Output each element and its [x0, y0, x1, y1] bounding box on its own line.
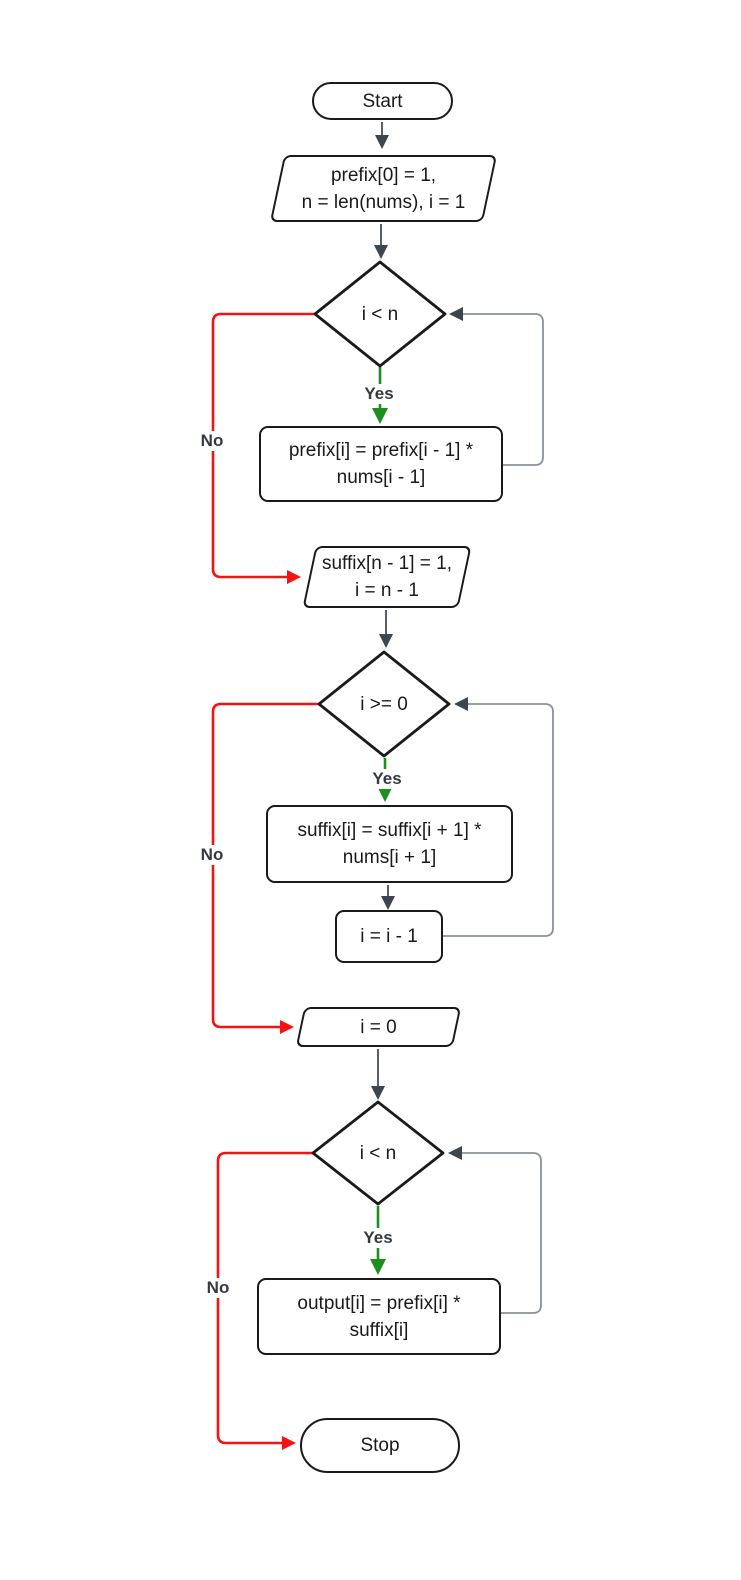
cond1-label: i < n — [361, 303, 399, 325]
arrowhead-suffixassign-to-decrement — [381, 896, 395, 910]
arrowhead-reseti-to-cond3 — [371, 1086, 385, 1100]
prefix-assign-line1: prefix[i] = prefix[i - 1] * — [288, 440, 474, 461]
arrowhead-init-to-cond1 — [374, 245, 388, 259]
node-prefix-assign: prefix[i] = prefix[i - 1] * nums[i - 1] — [259, 426, 503, 502]
reset-i-label: i = 0 — [360, 1016, 397, 1038]
edge-cond3-no — [216, 1151, 313, 1445]
arrowhead-cond1-yes — [372, 408, 388, 424]
arrowhead-start-to-init — [375, 135, 389, 149]
edge-label-no-1: No — [197, 431, 227, 451]
prefix-assign-line2: nums[i - 1] — [336, 467, 426, 488]
init-suffix-line2: i = n - 1 — [355, 580, 419, 601]
edge-label-yes-2: Yes — [369, 769, 405, 789]
arrowhead-loopback-1 — [449, 307, 463, 321]
node-init-prefix: prefix[0] = 1, n = len(nums), i = 1 — [269, 155, 498, 222]
arrowhead-loopback-3 — [448, 1146, 462, 1160]
node-stop-label: Stop — [360, 1435, 400, 1456]
arrowhead-cond3-no — [282, 1436, 296, 1450]
node-stop: Stop — [300, 1418, 460, 1473]
node-output-assign: output[i] = prefix[i] * suffix[i] — [257, 1278, 501, 1355]
diamond-cond1 — [313, 260, 447, 368]
node-decrement-i: i = i - 1 — [335, 910, 443, 963]
suffix-assign-line1: suffix[i] = suffix[i + 1] * — [297, 820, 482, 841]
arrowhead-initsuffix-to-cond2 — [379, 634, 393, 648]
diamond-cond3 — [311, 1100, 445, 1206]
edge-loopback-1 — [461, 313, 544, 466]
init-prefix-line1: prefix[0] = 1, — [330, 164, 437, 186]
init-prefix-line2: n = len(nums), i = 1 — [301, 191, 466, 213]
node-reset-i: i = 0 — [295, 1007, 462, 1047]
node-init-suffix: suffix[n - 1] = 1, i = n - 1 — [302, 546, 472, 608]
edge-label-yes-1: Yes — [361, 384, 397, 404]
edge-loopback-3 — [460, 1152, 542, 1314]
arrowhead-loopback-2 — [454, 697, 468, 711]
node-suffix-assign: suffix[i] = suffix[i + 1] * nums[i + 1] — [266, 805, 513, 883]
node-start-label: Start — [362, 90, 403, 112]
arrowhead-cond1-no — [287, 570, 301, 584]
init-suffix-line1: suffix[n - 1] = 1, — [321, 553, 453, 574]
cond3-label: i < n — [359, 1142, 397, 1164]
edge-cond2-no — [211, 702, 319, 1029]
arrowhead-cond2-no — [280, 1020, 294, 1034]
edge-label-no-3: No — [203, 1278, 233, 1298]
output-assign-line1: output[i] = prefix[i] * — [297, 1292, 461, 1314]
arrowhead-cond2-yes — [377, 786, 393, 802]
node-cond1: i < n — [315, 262, 445, 366]
output-assign-line2: suffix[i] — [349, 1319, 409, 1341]
arrowhead-cond3-yes — [370, 1259, 386, 1275]
edge-label-no-2: No — [197, 845, 227, 865]
diamond-cond2 — [317, 650, 451, 758]
node-start: Start — [312, 82, 453, 120]
edge-loopback-2 — [443, 703, 554, 937]
edge-label-yes-3: Yes — [360, 1228, 396, 1248]
suffix-assign-line2: nums[i + 1] — [342, 847, 437, 868]
node-cond3: i < n — [313, 1102, 443, 1204]
node-cond2: i >= 0 — [319, 652, 449, 756]
decrement-i-label: i = i - 1 — [360, 926, 418, 947]
cond2-label: i >= 0 — [360, 693, 408, 715]
